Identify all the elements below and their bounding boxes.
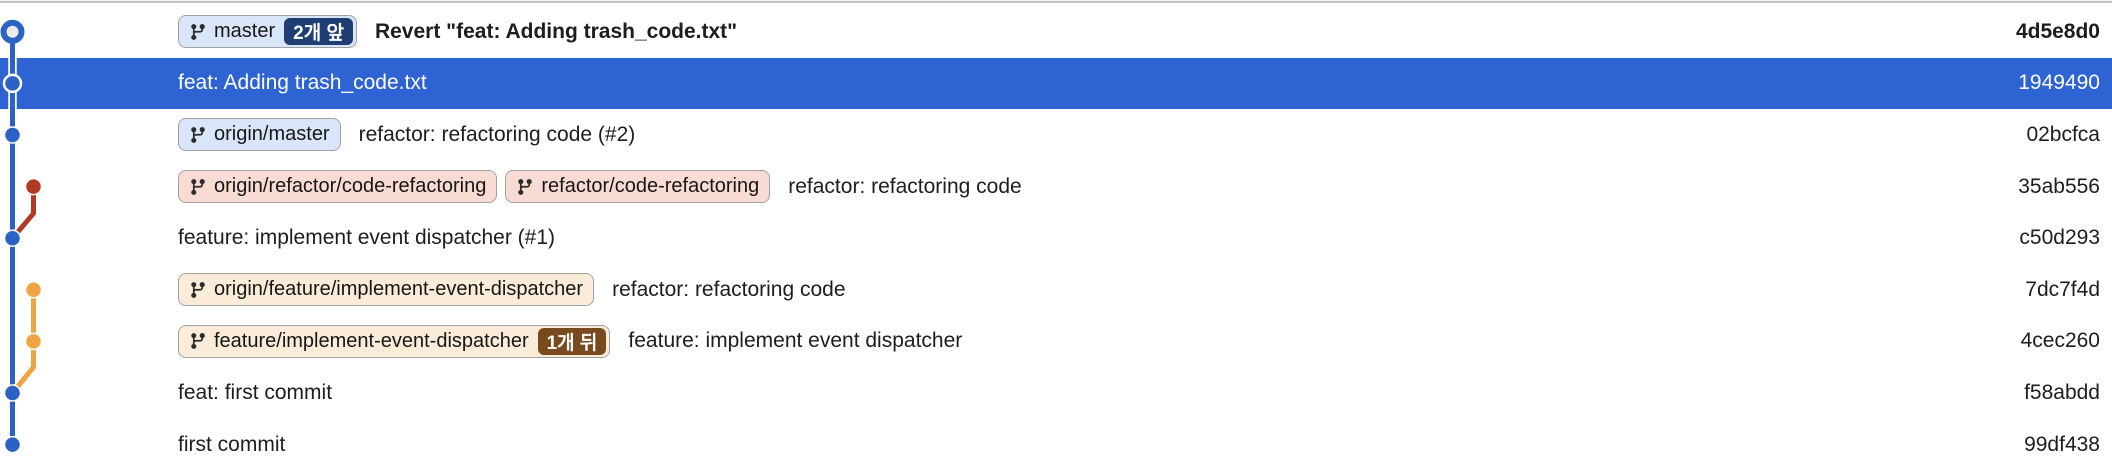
commit-hash: c50d293 [2019, 226, 2100, 250]
commit-hash: 1949490 [2018, 71, 2100, 95]
branch-badge-label: feature/implement-event-dispatcher [214, 329, 529, 352]
commit-row[interactable]: feat: Adding trash_code.txt 1949490 [0, 57, 2112, 110]
commit-message: feature: implement event dispatcher [628, 329, 963, 353]
commit-message: refactor: refactoring code (#2) [358, 122, 636, 146]
commit-message: feature: implement event dispatcher (#1) [178, 226, 556, 250]
branch-badge[interactable]: master 2개 앞 [178, 15, 357, 49]
branch-badge[interactable]: origin/feature/implement-event-dispatche… [178, 273, 595, 307]
commit-row[interactable]: origin/feature/implement-event-dispatche… [0, 264, 2112, 316]
branch-badge-label: origin/master [214, 123, 330, 146]
branch-icon [191, 127, 205, 143]
branch-icon [191, 333, 205, 350]
branch-icon [191, 23, 205, 40]
branch-icon [191, 281, 205, 298]
commit-row[interactable]: master 2개 앞 Revert "feat: Adding trash_cod… [0, 6, 2112, 58]
commit-hash: 35ab556 [2018, 174, 2100, 198]
commit-message: feat: first commit [178, 380, 333, 404]
ahead-count-badge: 2개 앞 [284, 18, 353, 46]
commit-message: refactor: refactoring code [788, 174, 1022, 198]
branch-badge[interactable]: refactor/code-refactoring [505, 170, 771, 204]
commit-message: feat: Adding trash_code.txt [178, 71, 427, 95]
behind-count-badge: 1개 뒤 [537, 327, 607, 355]
branch-badge-label: origin/feature/implement-event-dispatche… [214, 278, 584, 301]
commit-hash: 4cec260 [2020, 329, 2100, 353]
commit-row[interactable]: feature: implement event dispatcher (#1)… [0, 212, 2112, 264]
commit-row[interactable]: first commit 99df438 [0, 419, 2112, 466]
top-divider [0, 0, 2112, 3]
commit-message: refactor: refactoring code [612, 277, 846, 301]
commit-message: first commit [178, 432, 286, 456]
commit-hash: 7dc7f4d [2025, 277, 2100, 301]
branch-icon [518, 178, 533, 195]
commit-row[interactable]: origin/master refactor: refactoring code … [0, 109, 2112, 161]
commit-row[interactable]: feat: first commit f58abdd [0, 367, 2112, 419]
branch-badge[interactable]: origin/master [178, 118, 341, 152]
branch-badge-label: refactor/code-refactoring [541, 175, 760, 198]
commit-message: Revert "feat: Adding trash_code.txt" [374, 19, 738, 43]
branch-icon [191, 178, 205, 195]
branch-badge[interactable]: origin/refactor/code-refactoring [178, 170, 498, 204]
commit-hash: 4d5e8d0 [2015, 19, 2100, 43]
branch-badge-label: origin/refactor/code-refactoring [214, 175, 487, 198]
commit-hash: 99df438 [2024, 432, 2100, 456]
commit-list: master 2개 앞 Revert "feat: Adding trash_cod… [0, 3, 2112, 466]
commit-hash: f58abdd [2024, 380, 2100, 404]
commit-hash: 02bcfca [2026, 122, 2100, 146]
branch-badge[interactable]: feature/implement-event-dispatcher 1개 뒤 [178, 324, 611, 358]
commit-row[interactable]: origin/refactor/code-refactoring refactor… [0, 161, 2112, 213]
branch-badge-label: master [214, 20, 276, 43]
